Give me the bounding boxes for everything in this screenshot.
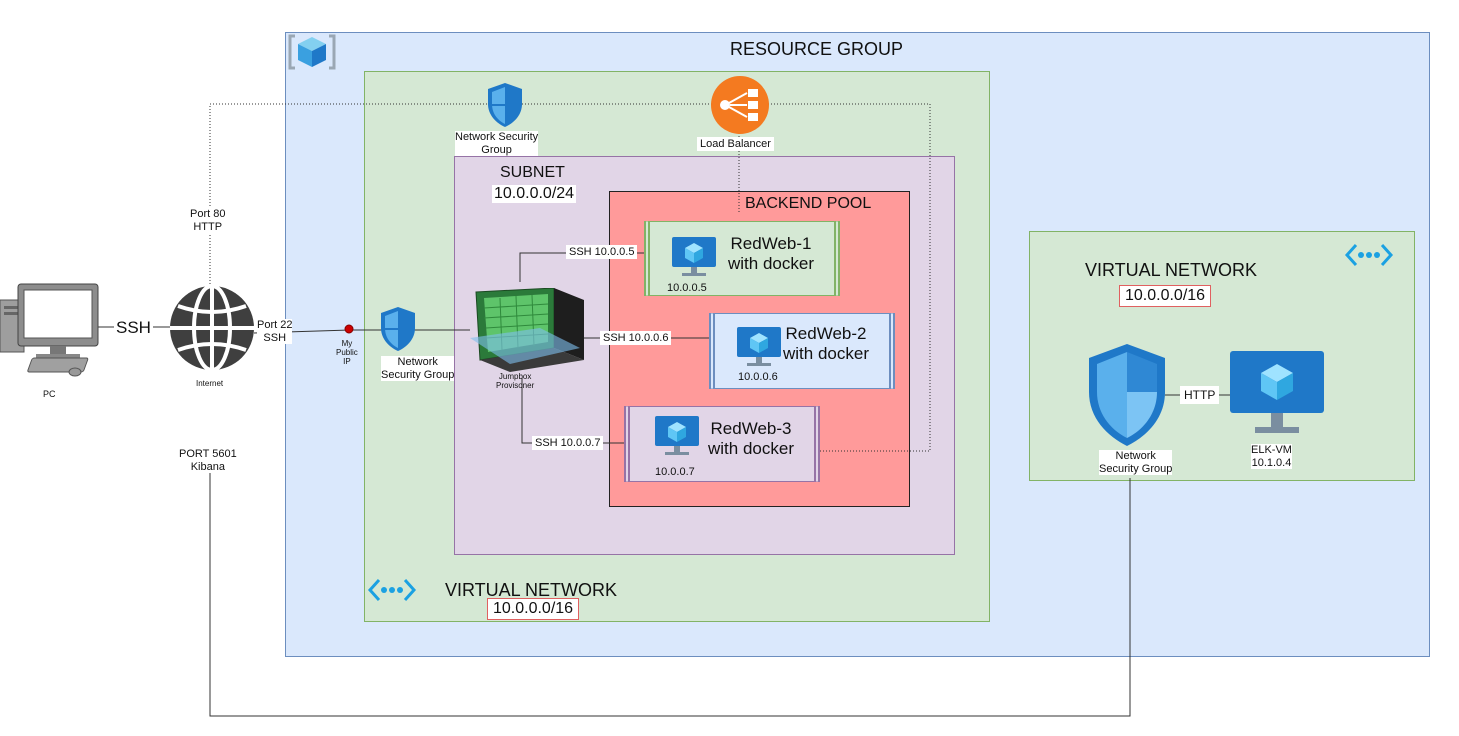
ssh-vm3-label: SSH 10.0.0.7 <box>532 436 604 450</box>
elk-vm-icon <box>1230 351 1324 433</box>
redweb-3-ip: 10.0.0.7 <box>655 466 695 478</box>
pc-ssh-label: SSH <box>114 318 153 338</box>
redweb-3-vm-icon <box>655 416 699 455</box>
ssh-vm1-label: SSH 10.0.0.5 <box>566 245 638 259</box>
virtual-network-icon <box>367 578 417 602</box>
pc-icon <box>0 283 99 377</box>
virtual-network-elk <box>1029 231 1415 481</box>
resource-group-icon <box>288 34 336 70</box>
redweb-1-ip: 10.0.0.5 <box>667 282 707 294</box>
pc-label: PC <box>43 389 56 399</box>
load-balancer-icon <box>711 76 769 134</box>
vnet-elk-cidr: 10.0.0.0/16 <box>1119 285 1212 307</box>
ssh-vm2-label: SSH 10.0.0.6 <box>600 331 672 345</box>
vnet-elk-title: VIRTUAL NETWORK <box>1085 260 1258 280</box>
load-balancer-label: Load Balancer <box>697 137 774 151</box>
elk-network-security-group-shield-icon <box>1089 344 1165 446</box>
elk-http-label: HTTP <box>1180 386 1220 404</box>
jumpbox-server-icon <box>470 288 584 372</box>
subnet-cidr: 10.0.0.0/24 <box>492 185 577 204</box>
network-security-group-shield-icon <box>381 307 415 351</box>
virtual-network-elk-icon <box>1344 243 1394 267</box>
vnet-main-title: VIRTUAL NETWORK <box>445 580 618 600</box>
internet-label: Internet <box>196 379 224 388</box>
redweb-2-ip: 10.0.0.6 <box>738 371 778 383</box>
internet-globe-icon <box>170 284 254 372</box>
redweb-1-vm-icon <box>672 237 716 276</box>
vnet-main-cidr: 10.0.0.0/16 <box>487 598 580 620</box>
network-security-group-top-shield-icon <box>488 83 522 127</box>
subnet-title: SUBNET <box>500 164 565 181</box>
redweb-2-vm-icon <box>737 327 781 366</box>
backend-pool-title: BACKEND POOL <box>745 195 872 212</box>
resource-group-title: RESOURCE GROUP <box>730 39 904 59</box>
